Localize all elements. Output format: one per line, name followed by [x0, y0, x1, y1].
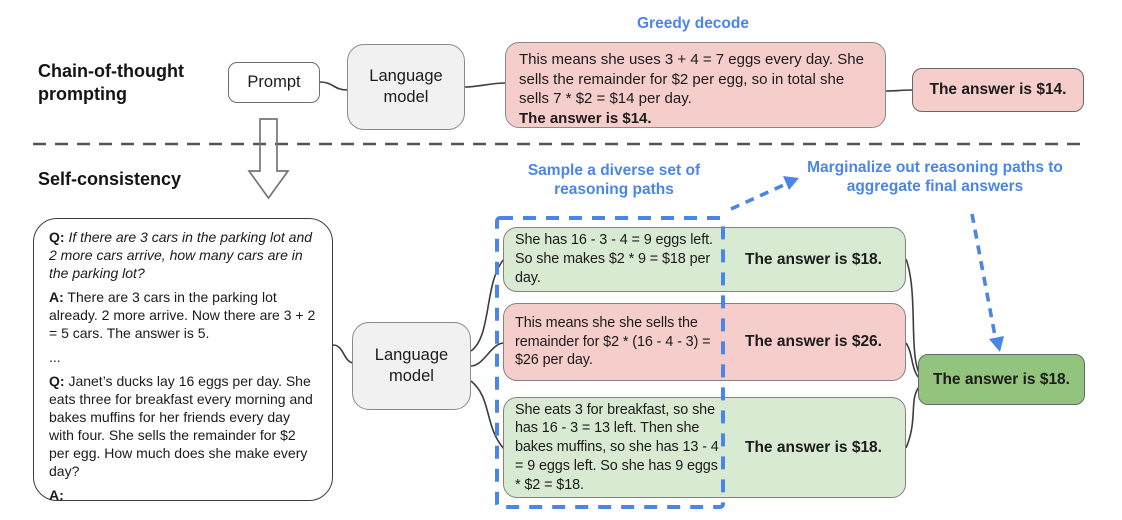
- greedy-decode-title: Greedy decode: [637, 15, 749, 32]
- final-answer-box: The answer is $18.: [918, 354, 1085, 405]
- prompt-box-label: Prompt: [247, 73, 301, 91]
- language-model-box-top: Language model: [347, 44, 465, 130]
- prompt-answer-1: A: There are 3 cars in the parking lot a…: [49, 289, 316, 341]
- reasoning-path-row: This means she she sells the remainder f…: [503, 303, 906, 381]
- reasoning-path-row: She eats 3 for breakfast, so she has 16 …: [503, 397, 906, 498]
- language-model-label: Language model: [374, 346, 449, 385]
- reasoning-path-answer: The answer is $18.: [745, 438, 882, 456]
- cot-output-text: This means she uses 3 + 4 = 7 eggs every…: [519, 51, 864, 107]
- flow-connectors: [319, 81, 920, 450]
- reasoning-path-answer: The answer is $18.: [745, 250, 882, 268]
- cot-section-label: Chain-of-thought prompting: [38, 61, 184, 105]
- cot-output-box: This means she uses 3 + 4 = 7 eggs every…: [505, 42, 886, 128]
- sc-prompt-box: Q: If there are 3 cars in the parking lo…: [33, 218, 333, 503]
- prompt-ellipsis: ...: [49, 349, 61, 365]
- cot-output-answer-line: The answer is $14.: [519, 109, 652, 127]
- reasoning-path-text: She eats 3 for breakfast, so she has 16 …: [515, 401, 719, 493]
- reasoning-path-text: She has 16 - 3 - 4 = 9 eggs left. So she…: [515, 232, 713, 286]
- marginalize-title: Marginalize out reasoning paths to aggre…: [807, 159, 1063, 195]
- prompt-question-1: Q: If there are 3 cars in the parking lo…: [49, 229, 313, 281]
- sample-paths-title: Sample a diverse set of reasoning paths: [527, 162, 701, 198]
- language-model-box-bottom: Language model: [352, 322, 471, 410]
- prompt-box: Prompt: [228, 62, 320, 103]
- prompt-answer-2-label: A:: [49, 487, 64, 503]
- language-model-label: Language model: [369, 67, 443, 106]
- reasoning-path-answer: The answer is $26.: [745, 333, 882, 350]
- prompt-question-2: Q: Janet’s ducks lay 16 eggs per day. Sh…: [49, 373, 313, 479]
- cot-answer-box: The answer is $14.: [912, 68, 1084, 112]
- reasoning-path-row: She has 16 - 3 - 4 = 9 eggs left. So she…: [503, 227, 906, 292]
- cot-answer-text: The answer is $14.: [929, 81, 1067, 98]
- sc-section-label: Self-consistency: [38, 169, 182, 189]
- reasoning-path-text: This means she she sells the remainder f…: [515, 314, 711, 369]
- down-arrow-icon: [247, 118, 290, 200]
- final-answer-text: The answer is $18.: [933, 370, 1070, 388]
